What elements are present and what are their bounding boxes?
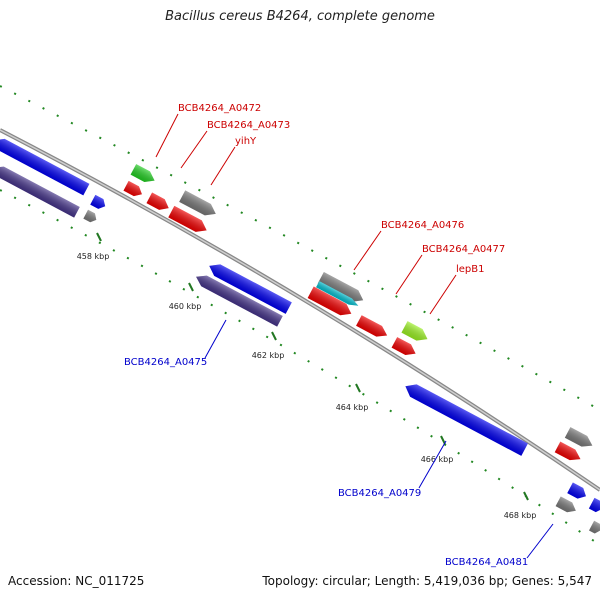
tick-mark	[440, 435, 446, 445]
tick-mark	[96, 232, 102, 242]
gene-arrow[interactable]	[83, 209, 98, 224]
tick-label: 464 kbp	[336, 403, 369, 412]
gene-label[interactable]: BCB4264_A0472	[178, 103, 261, 114]
gene-arrow[interactable]	[555, 496, 579, 515]
gene-arrow-shade	[356, 315, 388, 337]
tick-mark	[355, 383, 361, 393]
gene-arrow-shade	[588, 497, 600, 513]
gene-arrow[interactable]	[146, 192, 171, 214]
tick-label: 458 kbp	[77, 252, 110, 261]
label-leader-line	[180, 130, 208, 169]
inner-dotted-ring	[0, 189, 600, 546]
accession-text: Accession: NC_011725	[8, 574, 145, 588]
gene-label[interactable]: BCB4264_A0473	[207, 120, 290, 131]
gene-arrow[interactable]	[130, 164, 158, 186]
label-leaders	[155, 113, 554, 559]
gene-arrow[interactable]	[567, 482, 589, 501]
gene-arrow[interactable]	[554, 441, 584, 465]
gene-arrow[interactable]	[0, 135, 90, 196]
gene-arrow[interactable]	[0, 162, 80, 218]
gene-arrow[interactable]	[391, 337, 419, 359]
label-leader-line	[155, 113, 179, 158]
gene-arrow-shade	[168, 205, 207, 232]
label-leader-line	[429, 274, 457, 315]
gene-arrow[interactable]	[316, 281, 360, 309]
gene-label[interactable]: yihY	[235, 136, 257, 147]
gene-label[interactable]: BCB4264_A0479	[338, 488, 421, 499]
gene-arrow[interactable]	[401, 321, 430, 345]
gene-arrow[interactable]	[206, 260, 292, 314]
gene-arrow[interactable]	[179, 190, 219, 219]
gene-arrow-shade	[589, 520, 600, 534]
gene-arrow-shade	[179, 190, 216, 216]
gene-arrow[interactable]	[402, 380, 528, 456]
label-leader-line	[418, 440, 447, 489]
label-leader-line	[204, 319, 227, 359]
gene-arrow[interactable]	[588, 497, 600, 514]
tick-label: 460 kbp	[169, 302, 202, 311]
tick-marks: 458 kbp 460 kbp 462 kbp 464 kbp 466 kbp 468 k…	[77, 232, 537, 520]
tick-mark	[523, 491, 529, 501]
gene-label[interactable]: BCB4264_A0481	[445, 557, 528, 568]
gene-label[interactable]: BCB4264_A0477	[422, 244, 505, 255]
gene-arrow-shade	[317, 271, 364, 302]
outer-dotted-ring	[0, 85, 600, 411]
gene-arrow-shade	[405, 384, 528, 456]
tick-label: 468 kbp	[504, 511, 537, 520]
gene-arrow[interactable]	[356, 315, 390, 341]
gene-arrow-shade	[0, 166, 80, 218]
gene-arrow-shade	[554, 441, 581, 461]
tick-label: 462 kbp	[252, 351, 285, 360]
label-leader-line	[526, 523, 554, 559]
gene-arrow[interactable]	[307, 286, 355, 319]
gene-arrow-shade	[564, 427, 593, 447]
gene-arrow-shade	[90, 194, 106, 209]
gene-arrow-shade	[0, 138, 90, 196]
label-leader-line	[210, 146, 236, 186]
gene-arrow-shade	[555, 496, 576, 513]
gene-arrow[interactable]	[90, 194, 108, 211]
tick-mark	[271, 331, 277, 341]
gene-arrow-shade	[123, 180, 142, 197]
gene-arrow[interactable]	[123, 180, 144, 199]
gene-arrow-shade	[196, 275, 283, 327]
gene-arrow-shade	[83, 209, 97, 223]
gene-features	[0, 135, 600, 535]
label-leader-line	[353, 230, 382, 271]
gene-label[interactable]: lepB1	[456, 264, 485, 275]
gene-arrow-shade	[130, 164, 155, 182]
gene-arrow[interactable]	[193, 271, 283, 327]
gene-label[interactable]: BCB4264_A0476	[381, 220, 464, 231]
gene-label[interactable]: BCB4264_A0475	[124, 357, 207, 368]
topology-summary: Topology: circular; Length: 5,419,036 bp…	[262, 574, 592, 588]
map-title: Bacillus cereus B4264, complete genome	[165, 9, 435, 24]
gene-arrow[interactable]	[317, 271, 366, 306]
gene-arrow-shade	[209, 264, 292, 314]
tick-label: 466 kbp	[421, 455, 454, 464]
gene-arrow[interactable]	[168, 205, 209, 236]
tick-mark	[188, 282, 194, 292]
gene-arrow[interactable]	[564, 427, 595, 451]
gene-arrow-shade	[391, 337, 416, 355]
label-leader-line	[395, 254, 423, 295]
gene-arrow-shade	[307, 286, 352, 316]
gene-arrow-shade	[146, 192, 169, 210]
gene-arrow[interactable]	[589, 520, 600, 535]
gene-arrow-shade	[567, 482, 586, 499]
gene-arrow-shade	[401, 321, 428, 341]
gene-arrow-shade	[316, 281, 359, 306]
